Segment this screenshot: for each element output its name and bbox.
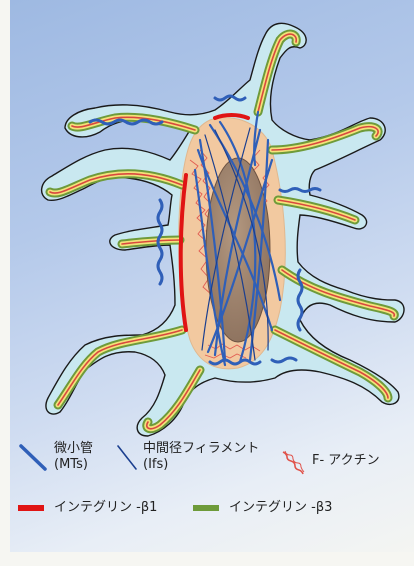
legend-mts-sub: (MTs) — [54, 457, 93, 473]
legend-mts-label: 微小管 — [54, 441, 93, 457]
legend-item-integrin-b1: インテグリン -β1 — [18, 499, 157, 516]
legend-item-f-actin: F- アクチン — [280, 449, 380, 475]
microtubule-icon — [18, 441, 48, 471]
legend-item-intermediate-filaments: 中間径フィラメント (Ifs) — [115, 441, 259, 473]
f-actin-icon — [280, 449, 306, 475]
legend-factin-label: F- アクチン — [312, 452, 380, 469]
intermediate-filament-icon — [115, 441, 139, 471]
legend-ifs-label: 中間径フィラメント — [143, 441, 259, 457]
legend-item-microtubules: 微小管 (MTs) — [18, 441, 93, 473]
legend-integrin-b1-label: インテグリン -β1 — [54, 499, 157, 516]
legend-integrin-b3-label: インテグリン -β3 — [229, 499, 332, 516]
integrin-b1-swatch — [18, 505, 44, 511]
legend-item-integrin-b3: インテグリン -β3 — [193, 499, 332, 516]
legend: 微小管 (MTs) 中間径フィラメント (Ifs) F- アクチン インテグリン… — [18, 437, 408, 547]
integrin-b3-swatch — [193, 505, 219, 511]
legend-ifs-sub: (Ifs) — [143, 457, 259, 473]
